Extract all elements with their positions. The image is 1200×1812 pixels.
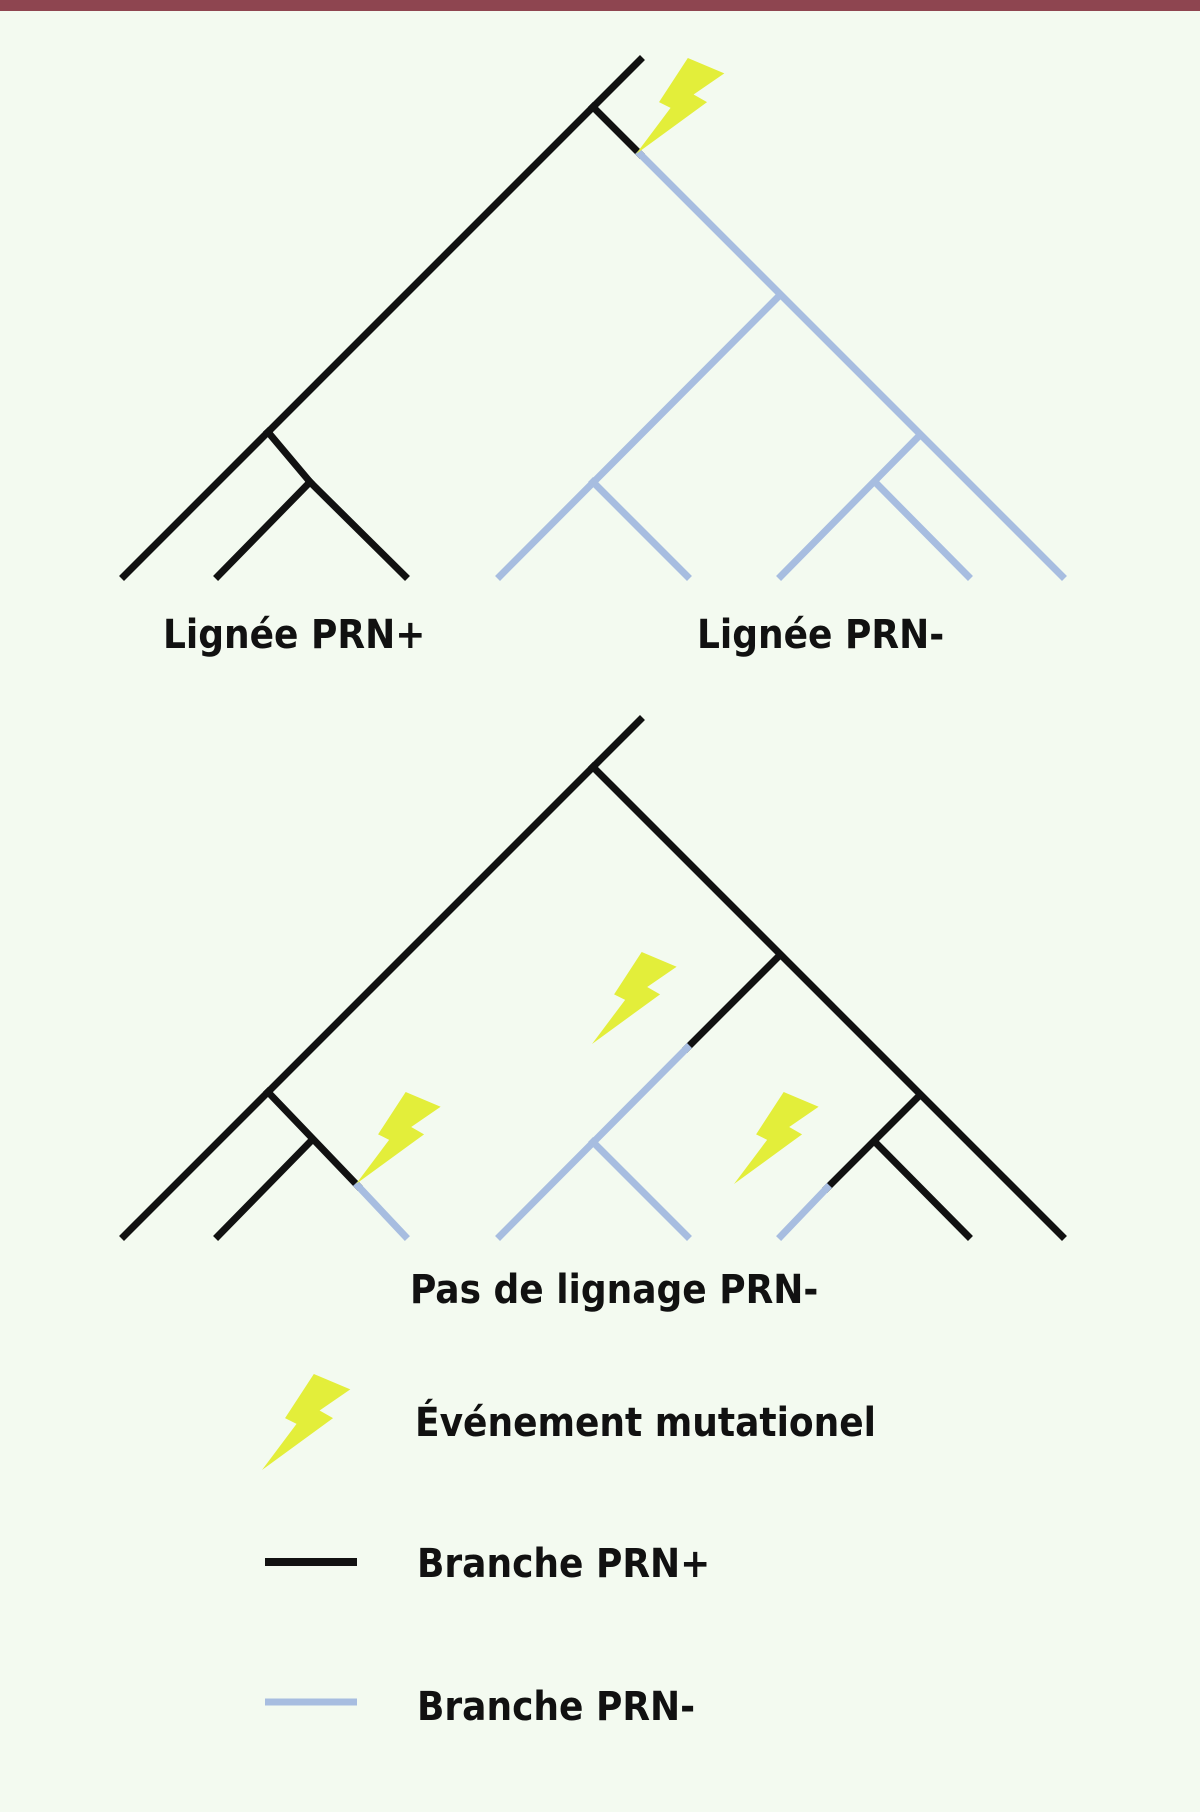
lightning-bolt-icon	[592, 952, 677, 1044]
tree-top-prn-minus-branches	[495, 149, 1067, 581]
tree-branch	[263, 1087, 363, 1191]
tree-prn-lineage	[119, 55, 1067, 581]
legend-label-prn-minus: Branche PRN-	[417, 1684, 696, 1730]
tree-branch	[119, 427, 273, 581]
tree-branch	[635, 149, 1067, 581]
tree-bottom-prn-plus-branches	[119, 715, 1067, 1241]
tree-branch	[776, 430, 925, 581]
tree-branch	[870, 477, 973, 581]
tree-branch	[588, 1137, 692, 1241]
tree-branch	[353, 1181, 410, 1241]
tree-branch	[870, 1137, 973, 1241]
tree-branch	[682, 950, 785, 1053]
label-lignee-prn-minus: Lignée PRN-	[697, 612, 945, 658]
tree-branch	[305, 477, 410, 581]
lightning-bolt-icon	[356, 1092, 441, 1184]
legend-label-prn-plus: Branche PRN+	[417, 1541, 711, 1587]
tree-bottom-prn-minus-branches	[353, 1043, 832, 1241]
lightning-bolt-icon	[262, 1374, 351, 1470]
lightning-bolt-icon	[636, 58, 725, 154]
tree-branch	[588, 715, 645, 772]
tree-branch	[776, 1183, 832, 1241]
tree-branch	[588, 762, 1067, 1241]
tree-branch	[119, 1087, 273, 1241]
tree-branch	[263, 427, 315, 487]
tree-no-prn-lineage	[119, 715, 1067, 1241]
tree-top-prn-plus-branches	[119, 55, 645, 581]
tree-branch	[263, 102, 598, 437]
tree-branch	[588, 55, 645, 112]
caption-pas-de-lignage: Pas de lignage PRN-	[410, 1267, 819, 1313]
label-lignee-prn-plus: Lignée PRN+	[163, 612, 426, 658]
tree-branch	[495, 290, 785, 581]
tree-branch	[588, 477, 692, 581]
tree-branch	[263, 762, 598, 1097]
lightning-bolt-icon	[734, 1092, 819, 1184]
legend	[262, 1374, 357, 1706]
legend-label-mutation: Événement mutationel	[415, 1400, 876, 1446]
tree-branch	[588, 102, 645, 159]
tree-branch	[213, 1137, 315, 1241]
tree-branch	[213, 477, 315, 581]
top-accent-bar	[0, 0, 1200, 11]
